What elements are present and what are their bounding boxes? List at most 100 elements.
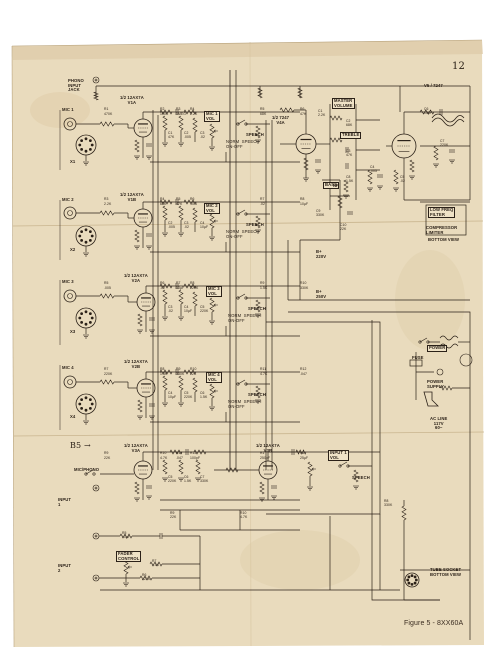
resistor [162,205,168,221]
component-value-label: .005 [370,169,377,173]
resistor [439,385,453,391]
component-value-label: .02 [184,225,190,229]
component-value-label: 68K [346,123,353,127]
socket-pin [413,581,417,585]
component-value-label: 330K [300,286,309,290]
tube-v4a-label: 1/2 7247 V4A [272,115,290,125]
mic-jack [63,375,77,389]
switch-contact [236,382,240,386]
component-value-label: R1 [260,451,265,455]
resistor [192,377,198,393]
tube-v1b-label: 1/2 12AX7A V1B [120,192,144,202]
component-value-label: 10µF [168,395,177,399]
component-value-label: R2 [160,107,165,111]
component-value-label: R9 [176,367,181,371]
socket-pin [78,143,82,147]
component-value-label: C4 [200,221,205,225]
switch-contact [418,340,422,344]
potentiometer-wiper [127,565,132,569]
component-value-label: 4.7K [160,456,168,460]
switch-contact [84,472,88,476]
page-number-handwritten: 12 [452,61,465,72]
resistor [162,115,168,131]
switch-contact [244,212,248,216]
socket-x1-label: X1 [70,159,76,164]
component-value-label: .005 [104,286,111,290]
component-value-label: 1.5K [184,479,192,483]
socket-pin [84,228,88,232]
resistor [183,199,197,205]
component-value-label: 47K [300,112,307,116]
component-value-label: .005 [190,202,197,206]
resistor [255,125,261,139]
resistor [178,115,184,131]
resistor [209,213,215,229]
mic-socket [75,134,97,156]
wire [266,321,381,515]
component-value-label: 47K [176,202,183,206]
socket-pin [90,234,94,238]
component-value-label: 22K [190,372,197,376]
mic1-label: MIC 1 [62,107,74,112]
resistor [134,481,140,495]
vacuum-tube [136,378,156,398]
component-value-label: 10µF [424,111,433,115]
socket-pin [90,402,94,406]
socket-pin [413,575,417,579]
resistor [99,121,115,127]
socket-x3-label: X3 [70,329,76,334]
potentiometer-wiper [311,467,316,471]
resistor [257,87,263,99]
mic-jack-center [67,210,73,216]
component-value-label: R7 [152,559,157,563]
switch-contact [244,122,248,126]
socket-pin [84,240,88,244]
socket-pin [84,408,88,412]
component-value-label: 4.7K [240,515,248,519]
resistor [162,375,168,391]
ac-line-plug [423,391,439,407]
output-transformer [431,113,465,123]
nf-indicator-label: NF [333,183,339,188]
tube-socket-bottom-view-label: TUBE SOCKET BOTTOM VIEW [430,567,462,577]
figure-caption: Figure 5 - 8XX60A [404,620,464,627]
switch-lever [237,119,246,125]
socket-x4-label: X4 [70,414,76,419]
component-value-label: .02 [160,286,166,290]
fader-control-label: FADER CONTROL [116,551,142,563]
socket-pin [80,139,84,143]
component-value-label: 10µF [300,202,309,206]
resistor [209,383,215,399]
switch-contact [338,464,342,468]
component-value-label: C1 [168,131,173,135]
resistor [419,109,435,115]
component-value-label: C5 [400,175,405,179]
potentiometer-wiper [213,219,218,223]
component-value-label: 68K [160,202,167,206]
treble-label: TREBLE [340,132,362,139]
resistor [192,291,198,307]
mic-jack-center [67,379,73,385]
component-value-label: .047 [176,456,183,460]
component-value-label: R8 [160,367,165,371]
socket-pin [407,581,411,585]
resistor [178,289,184,305]
resistor [193,449,207,455]
tube-envelope [133,118,153,138]
power-transformer-coil [439,335,459,341]
component-value-label: C8 [346,175,351,179]
fold-crease [12,220,484,227]
component-value-label: C10 [340,223,347,227]
component-value-label: 10µF [184,309,193,313]
vacuum-tube [295,133,317,155]
input-jack-center [94,486,98,490]
component-value-label: R5 [104,281,109,285]
component-value-label: R3 [104,197,109,201]
component-value-label: 2.2K [104,202,112,206]
component-value-label: C5 [184,391,189,395]
component-value-label: 100K [160,112,169,116]
component-value-label: 1.5K [200,395,208,399]
component-value-label: C6 [200,391,205,395]
power-transformer-coil [439,343,459,349]
